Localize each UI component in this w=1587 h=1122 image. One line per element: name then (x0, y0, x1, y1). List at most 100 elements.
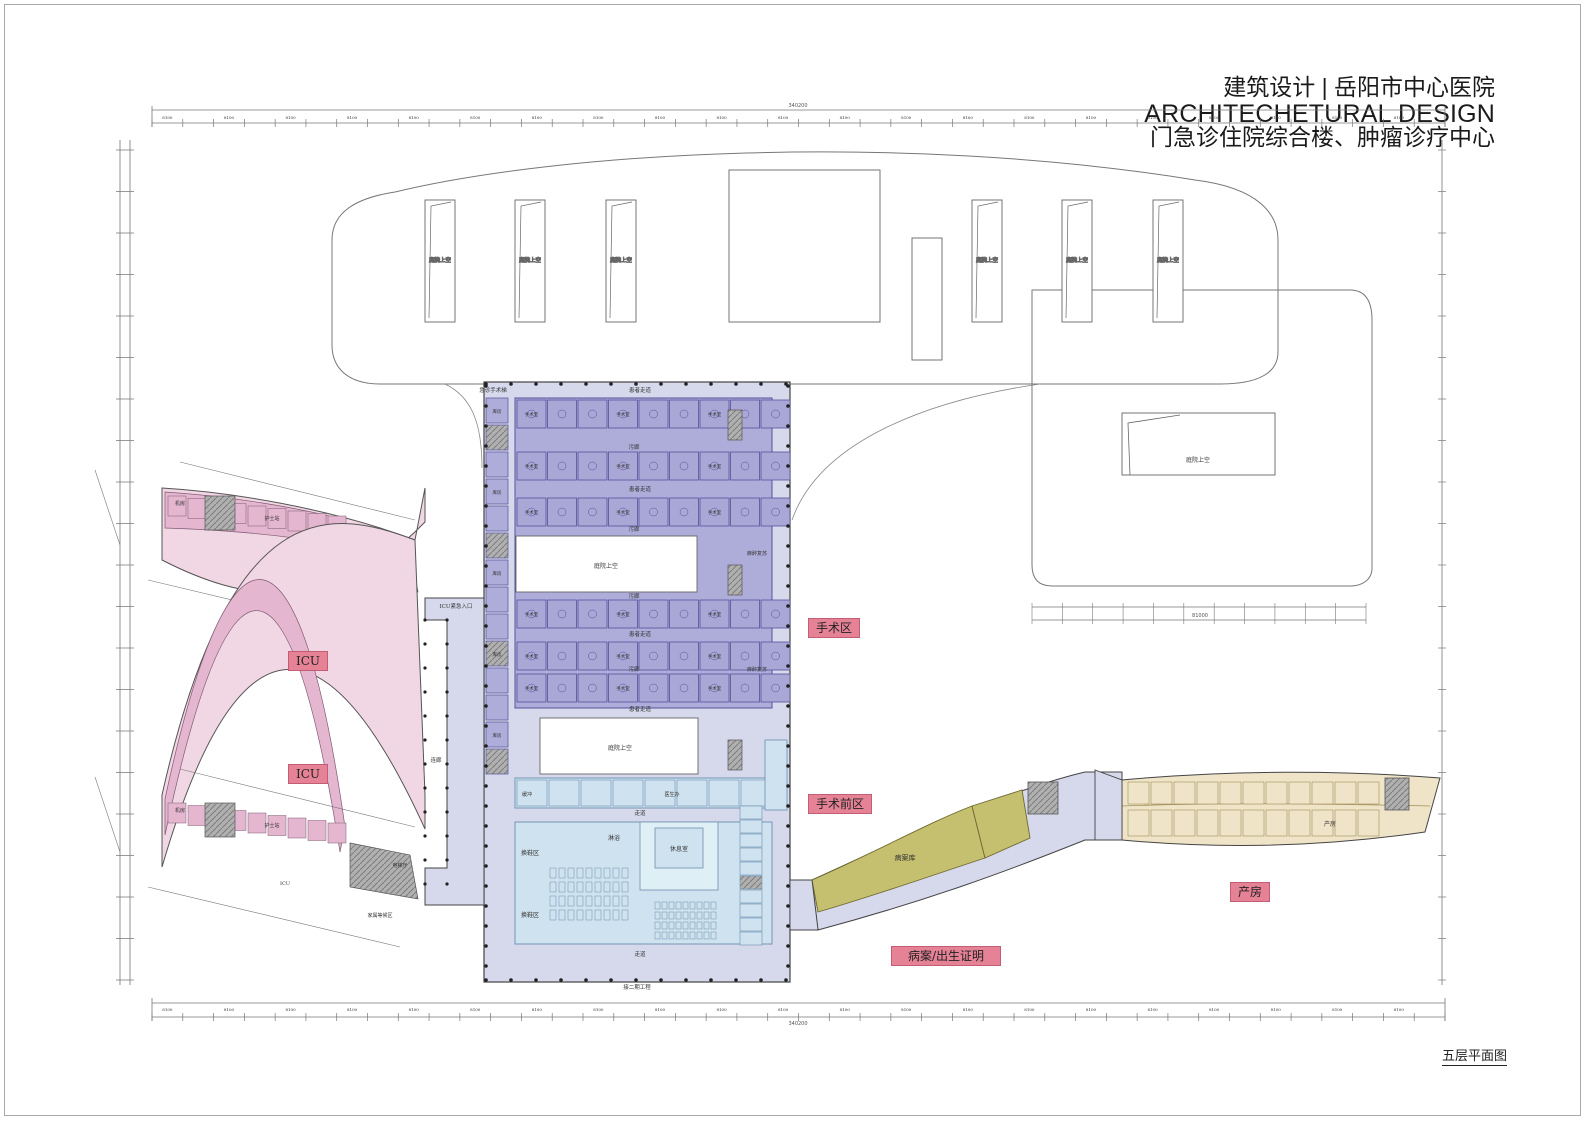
store-room (485, 613, 509, 640)
service-room (739, 903, 763, 918)
operating-room (547, 451, 577, 481)
operating-room (638, 641, 669, 671)
column (786, 904, 790, 908)
operating-room-label: 手术室 (708, 611, 722, 618)
icu-room (267, 815, 287, 836)
operating-room-label: 手术室 (525, 509, 539, 516)
store-room (485, 694, 509, 721)
operating-room-label: 手术室 (708, 411, 722, 418)
locker (668, 931, 675, 940)
column (786, 704, 790, 708)
store-room (485, 424, 509, 451)
operating-room (669, 673, 699, 703)
column (786, 724, 790, 728)
operating-room-label: 手术室 (708, 653, 722, 660)
operating-light (557, 461, 567, 471)
operating-light (740, 461, 750, 471)
operating-room (669, 451, 699, 481)
delivery-room (1219, 781, 1242, 805)
locker (696, 921, 703, 930)
delivery-room (1150, 781, 1173, 805)
dim-text: 8100 (1271, 115, 1282, 120)
icu-room (267, 508, 287, 529)
operating-light (588, 651, 597, 661)
locker (549, 909, 557, 921)
column (534, 382, 538, 386)
dimension-bottom-total: 340200 (788, 1021, 807, 1027)
locker (661, 901, 668, 910)
locker (603, 867, 611, 879)
column (534, 978, 538, 982)
zone-records: 病案/出生证明 (891, 946, 1002, 966)
delivery-room (1265, 781, 1288, 805)
icu-room (167, 495, 187, 517)
operating-room (577, 451, 608, 481)
atrium-void (728, 169, 881, 323)
courtyard-void-small (911, 237, 943, 361)
column (445, 738, 449, 742)
zone-icu-top: ICU (288, 651, 329, 671)
column (786, 564, 790, 568)
column (786, 544, 790, 548)
locker (689, 921, 696, 930)
column (484, 544, 488, 548)
office-room (516, 779, 548, 807)
void-diagonal (1127, 414, 1181, 476)
column (484, 784, 488, 788)
column (786, 584, 790, 588)
courtyard-label: 庭院上空 (976, 256, 999, 264)
column (484, 424, 488, 428)
store-label: 库房 (493, 570, 502, 577)
column (786, 764, 790, 768)
store-label: 库房 (493, 732, 502, 739)
lounge-room (654, 827, 704, 869)
service-room (739, 847, 763, 862)
change-area-1: 换鞋区 (521, 849, 539, 857)
column (484, 924, 488, 928)
column (445, 810, 449, 814)
operating-room-label: 手术室 (616, 509, 630, 516)
operating-room-label: 手术室 (616, 411, 630, 418)
records-storage-label: 病案库 (895, 853, 916, 862)
dim-text: 8100 (1147, 1007, 1158, 1012)
icu-room (187, 805, 207, 826)
locker (710, 931, 717, 940)
column (786, 404, 790, 408)
locker (689, 931, 696, 940)
locker (567, 881, 575, 893)
locker (710, 921, 717, 930)
icu-room (287, 510, 307, 532)
operating-room-label: 手术室 (525, 611, 539, 618)
locker (703, 931, 710, 940)
dim-text: 8100 (1209, 115, 1220, 120)
operating-room (608, 641, 638, 671)
column (684, 978, 688, 982)
column (445, 834, 449, 838)
dim-text: 8100 (1332, 1007, 1343, 1012)
operating-room (608, 399, 638, 429)
column (423, 810, 427, 814)
delivery-core (1384, 777, 1410, 811)
locker (682, 931, 689, 940)
locker (621, 881, 629, 893)
column (445, 882, 449, 886)
locker (689, 911, 696, 920)
column (484, 382, 488, 386)
delivery-room (1173, 809, 1196, 837)
zone-delivery: 产房 (1230, 882, 1271, 902)
delivery-room (1127, 781, 1150, 805)
column (786, 464, 790, 468)
operating-room (760, 641, 791, 671)
right-service-column (739, 739, 788, 946)
courtyard-void (514, 199, 546, 323)
column (445, 690, 449, 694)
structural-columns (423, 382, 790, 982)
delivery-room-label: 产房 (1324, 820, 1336, 828)
dirty-corridor-3: 污廊 (628, 592, 640, 600)
operating-room (730, 497, 760, 527)
locker (567, 867, 575, 879)
column (684, 382, 688, 386)
service-room (739, 833, 763, 848)
column (484, 484, 488, 488)
